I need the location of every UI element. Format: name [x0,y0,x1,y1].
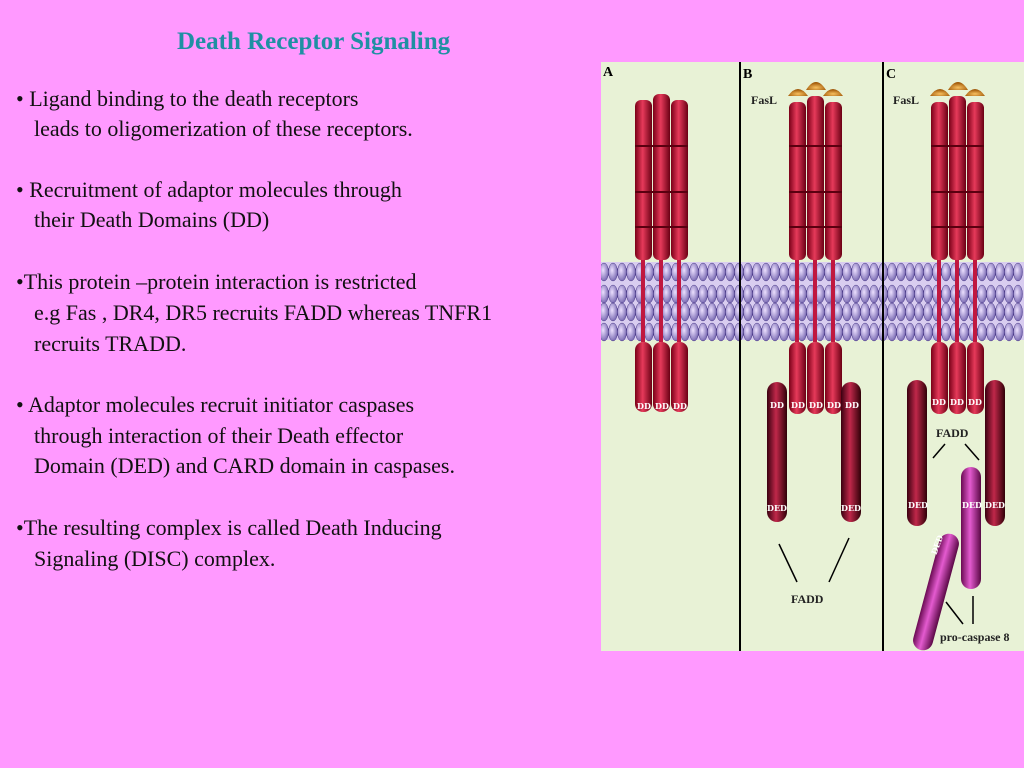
bullet-3-line-1: •This protein –protein interaction is re… [16,269,417,294]
bullet-1-line-1: • Ligand binding to the death receptors [16,86,359,111]
bullet-3-line-2: e.g Fas , DR4, DR5 recruits FADD whereas… [34,300,493,325]
bullet-2-line-1: • Recruitment of adaptor molecules throu… [16,177,402,202]
slide-title: Death Receptor Signaling [177,28,451,55]
bullet-1-line-2: leads to oligomerization of these recept… [34,116,413,141]
fadd-label-c: FADD [936,426,969,440]
dd-label-b1: DD [770,400,784,410]
receptor-trimer-b [767,82,861,522]
fasl-label-c: FasL [893,93,919,107]
dd-label-b4: DD [827,400,841,410]
bullet-2-line-2: their Death Domains (DD) [34,207,270,232]
procaspase-label: pro-caspase 8 [940,630,1009,644]
cell-membrane [601,262,1024,342]
fasl-label-b: FasL [751,93,777,107]
bullet-5-line-2: Signaling (DISC) complex. [34,546,276,571]
dd-label-a1: DD [637,401,651,411]
dd-label-a2: DD [655,401,669,411]
bullet-3-line-3: recruits TRADD. [34,331,187,356]
ded-label-b2: DED [841,503,861,513]
dd-label-b3: DD [809,400,823,410]
dd-label-c3: DD [968,397,982,407]
receptor-trimer-a [635,94,688,412]
panel-label-c: C [886,67,896,82]
dd-label-a3: DD [673,401,687,411]
panel-label-b: B [743,67,752,82]
bullet-4-line-1: • Adaptor molecules recruit initiator ca… [16,392,415,417]
receptor-trimer-c [907,82,1005,651]
ded-label-b1: DED [767,503,787,513]
dd-label-b5: DD [845,400,859,410]
bullet-4-line-2: through interaction of their Death effec… [34,423,404,448]
ded-label-c1: DED [908,500,928,510]
dd-label-b2: DD [791,400,805,410]
bullet-4-line-3: Domain (DED) and CARD domain in caspases… [34,453,455,478]
dd-label-c1: DD [932,397,946,407]
panel-label-a: A [603,65,614,80]
ded-label-c3: DED [985,500,1005,510]
dd-label-c2: DD [950,397,964,407]
ded-label-c2: DED [962,500,982,510]
death-receptor-diagram: A B C FasL FasL DD DD DD [601,62,1024,651]
bullet-5-line-1: •The resulting complex is called Death I… [16,515,442,540]
fadd-label-b: FADD [791,592,824,606]
